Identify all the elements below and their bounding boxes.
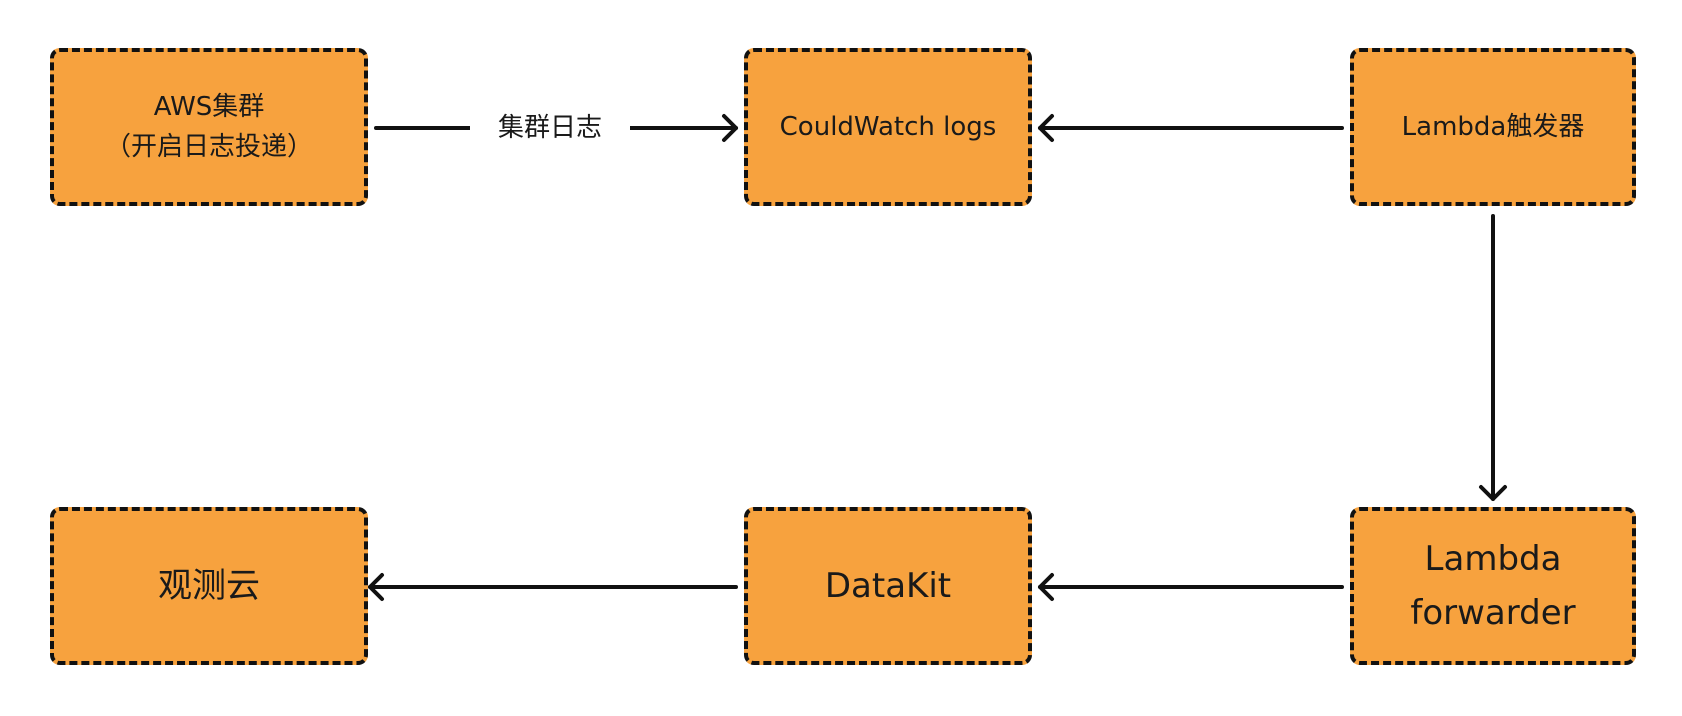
node-cloudwatch-logs-label: CouldWatch logs — [779, 112, 997, 142]
arrowhead-datakit-to-guance — [368, 573, 384, 601]
node-aws-cluster-subtitle: （开启日志投递） — [104, 132, 313, 162]
arrowhead-forwarder-to-datakit — [1038, 573, 1054, 601]
arrowhead-trigger-to-cloudwatch — [1038, 114, 1054, 142]
node-guance-label: 观测云 — [158, 566, 260, 606]
node-aws-cluster: AWS集群 （开启日志投递） — [50, 48, 368, 206]
node-lambda-forwarder-line1: Lambda — [1424, 539, 1562, 579]
node-lambda-forwarder: Lambda forwarder — [1350, 507, 1636, 665]
node-cloudwatch-logs: CouldWatch logs — [744, 48, 1032, 206]
node-datakit: DataKit — [744, 507, 1032, 665]
node-datakit-label: DataKit — [824, 566, 952, 606]
node-guance: 观测云 — [50, 507, 368, 665]
node-lambda-trigger-label: Lambda触发器 — [1401, 112, 1585, 142]
arrowhead-trigger-to-forwarder — [1479, 485, 1507, 501]
arrowhead-aws-to-cloudwatch — [722, 114, 738, 142]
node-lambda-trigger: Lambda触发器 — [1350, 48, 1636, 206]
edge-label-cluster-logs: 集群日志 — [470, 108, 630, 148]
node-aws-cluster-title: AWS集群 — [153, 92, 265, 122]
node-lambda-forwarder-line2: forwarder — [1410, 593, 1576, 633]
